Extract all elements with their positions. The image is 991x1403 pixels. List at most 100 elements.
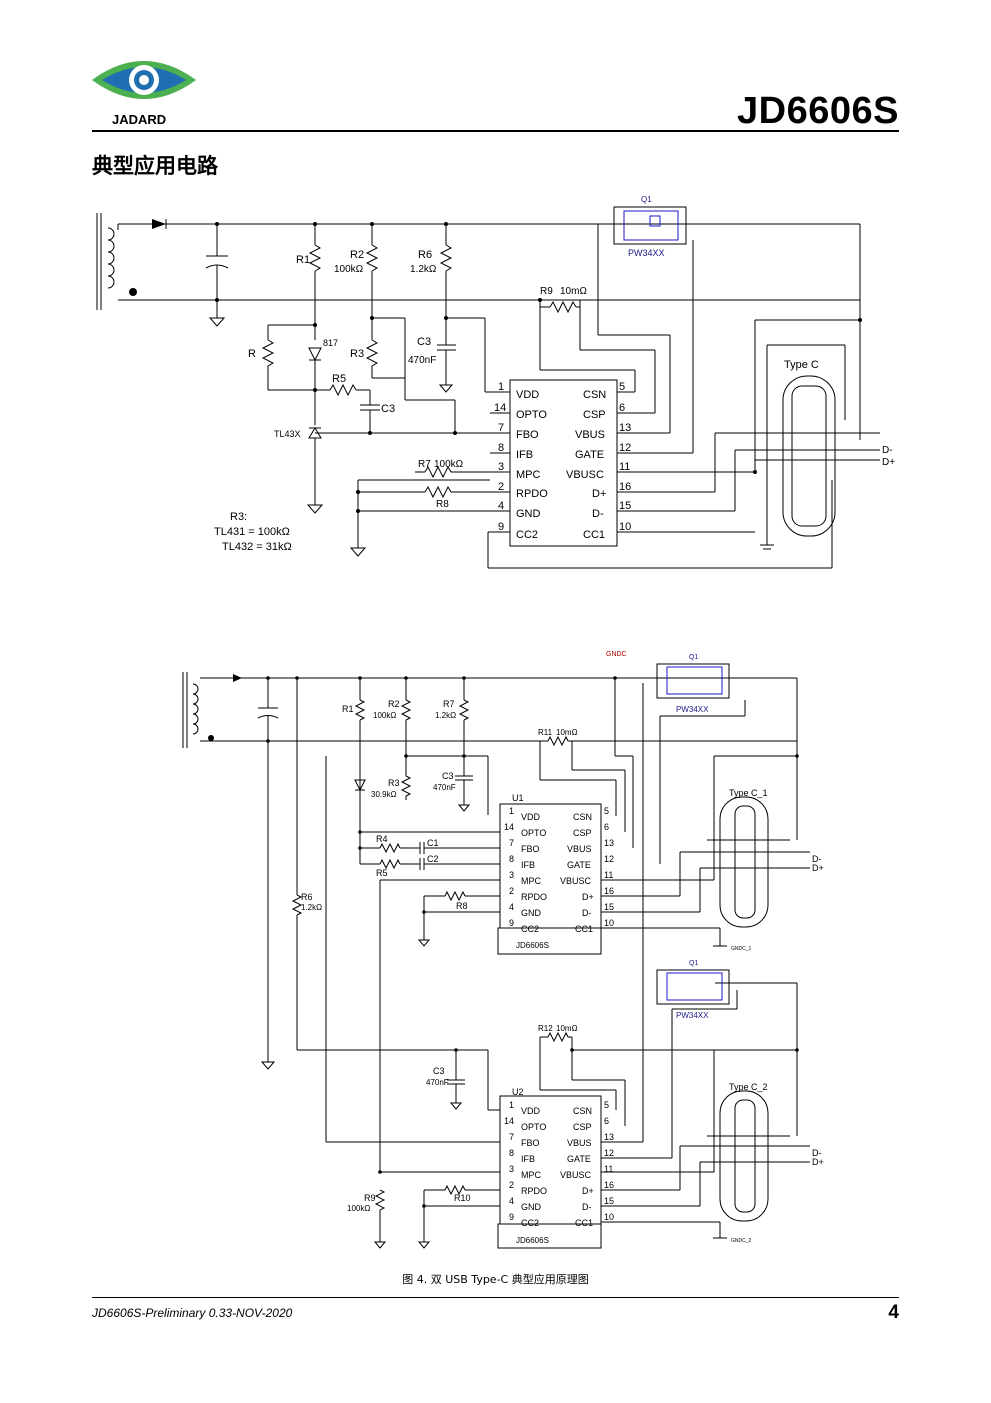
- pin-label: D+: [582, 892, 594, 902]
- pin-label: CC2: [516, 529, 538, 541]
- pin-label: CC2: [521, 924, 539, 934]
- figure-caption: 图 4. 双 USB Type-C 典型应用原理图: [402, 1273, 589, 1286]
- pin-label: VDD: [516, 389, 539, 401]
- label-r5: R5: [376, 868, 388, 878]
- label-d-minus-2: D-: [812, 1148, 822, 1158]
- value-r2: 100kΩ: [334, 264, 364, 275]
- value-r3: 30.9kΩ: [371, 790, 397, 799]
- note-tl432: TL432 = 31kΩ: [222, 541, 292, 553]
- pin-number: 2: [498, 481, 504, 493]
- label-r6: R6: [301, 892, 313, 902]
- pin-label: GND: [521, 1202, 542, 1212]
- pin-number: 10: [604, 1212, 614, 1222]
- pin-number: 1: [509, 1100, 514, 1110]
- pin-label: IFB: [516, 449, 533, 461]
- label-r7: R7: [443, 699, 455, 709]
- chip-label-u1: JD6606S: [516, 941, 549, 950]
- label-pw34xx: PW34XX: [628, 248, 665, 258]
- pin-number: 13: [604, 1132, 614, 1142]
- chip-label-u2: JD6606S: [516, 1236, 549, 1245]
- pin-label: GND: [521, 908, 542, 918]
- schematic-dual-usb-typec: GNDC Q1 PW34XX R1 R2 100kΩ R7 1.2kΩ R11 …: [182, 651, 824, 1249]
- label-r10: R10: [454, 1193, 471, 1203]
- pin-number: 7: [498, 422, 504, 434]
- pin-number: 11: [619, 461, 630, 473]
- page-number: 4: [888, 1302, 899, 1323]
- pin-label: D-: [582, 908, 592, 918]
- label-d-plus: D+: [882, 457, 895, 468]
- label-u1: U1: [512, 793, 524, 803]
- label-q1-top: Q1: [689, 654, 698, 661]
- pin-number: 3: [498, 461, 504, 473]
- pin-number: 2: [509, 1180, 514, 1190]
- value-r2: 100kΩ: [373, 711, 396, 720]
- label-r9: R9: [364, 1193, 376, 1203]
- pin-label: RPDO: [521, 1186, 547, 1196]
- pin-number: 5: [619, 381, 625, 393]
- footer-doc-version: JD6606S-Preliminary 0.33-NOV-2020: [92, 1306, 293, 1320]
- pin-number: 1: [509, 806, 514, 816]
- label-r2: R2: [350, 249, 364, 261]
- pin-label: GATE: [575, 449, 604, 461]
- pin-label: VBUS: [567, 844, 592, 854]
- pin-label: CSN: [573, 812, 592, 822]
- pin-number: 5: [604, 1100, 609, 1110]
- chip-u1-pins: 1 VDD 5 CSN 14 OPTO 6 CSP 7 FBO 13 VBUS …: [504, 806, 614, 934]
- mosfet-q1-bottom: [656, 969, 730, 1005]
- pin-label: CSN: [573, 1106, 592, 1116]
- label-c3b: C3: [381, 403, 395, 415]
- label-gndc2: GNDC_2: [731, 1238, 752, 1244]
- document-title: JD6606S: [737, 90, 899, 132]
- pin-label: FBO: [516, 429, 539, 441]
- pin-number: 8: [498, 442, 504, 454]
- pin-label: RPDO: [521, 892, 547, 902]
- value-c3-2: 470nF: [426, 1078, 449, 1087]
- pin-number: 12: [604, 854, 614, 864]
- label-r4: R4: [376, 834, 388, 844]
- label-q1-bottom: Q1: [689, 960, 698, 967]
- label-r8: R8: [436, 499, 449, 510]
- value-c3: 470nF: [433, 783, 456, 792]
- label-u2: U2: [512, 1087, 524, 1097]
- header-divider: [92, 130, 899, 132]
- pin-number: 8: [509, 854, 514, 864]
- value-r9: 100kΩ: [347, 1204, 370, 1213]
- pin-number: 7: [509, 838, 514, 848]
- label-c3-2: C3: [433, 1066, 445, 1076]
- pin-label: MPC: [521, 876, 542, 886]
- pin-label: MPC: [516, 469, 541, 481]
- pin-label: VBUS: [575, 429, 605, 441]
- pin-number: 15: [604, 1196, 614, 1206]
- pin-number: 9: [509, 918, 514, 928]
- pin-number: 5: [604, 806, 609, 816]
- label-r12: R12: [538, 1024, 553, 1033]
- pin-number: 14: [494, 402, 506, 414]
- label-c3: C3: [417, 336, 431, 348]
- pin-number: 12: [619, 442, 631, 454]
- pin-label: RPDO: [516, 488, 548, 500]
- pin-label: OPTO: [516, 409, 547, 421]
- pin-label: MPC: [521, 1170, 542, 1180]
- brand-name: JADARD: [112, 112, 167, 127]
- label-d-minus-1: D-: [812, 854, 822, 864]
- pin-number: 4: [509, 1196, 514, 1206]
- pin-number: 15: [619, 500, 631, 512]
- value-r7: 1.2kΩ: [435, 711, 456, 720]
- pin-number: 11: [604, 1164, 613, 1174]
- label-pw34xx-bottom: PW34XX: [676, 1011, 709, 1020]
- pin-label: CC1: [583, 529, 605, 541]
- label-r1: R1: [342, 704, 354, 714]
- value-r9: 10mΩ: [560, 286, 587, 297]
- pin-number: 9: [509, 1212, 514, 1222]
- pin-number: 3: [509, 870, 514, 880]
- pin-label: CSP: [573, 828, 592, 838]
- pin-label: IFB: [521, 860, 535, 870]
- pin-label: FBO: [521, 844, 540, 854]
- note-r3: R3:: [230, 511, 247, 523]
- pin-number: 6: [619, 402, 625, 414]
- label-r3: R3: [388, 778, 400, 788]
- value-r12: 10mΩ: [556, 1024, 578, 1033]
- pin-number: 13: [604, 838, 614, 848]
- label-gndc1: GNDC_1: [731, 946, 752, 952]
- pin-number: 6: [604, 822, 609, 832]
